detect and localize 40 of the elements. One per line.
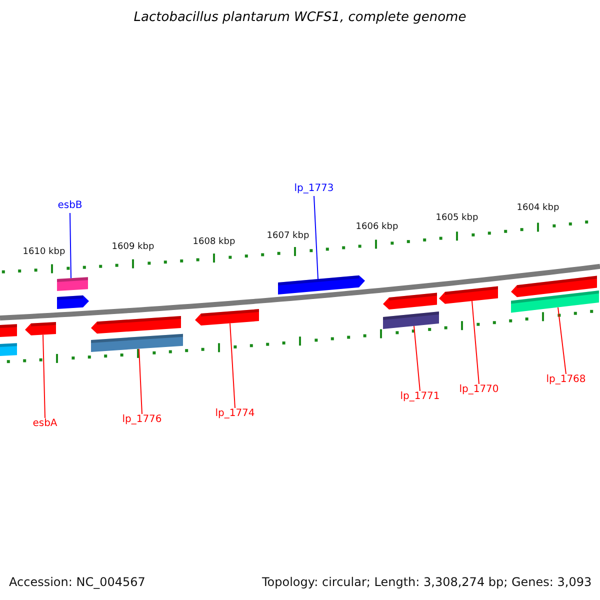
leader-line [138, 348, 142, 414]
gene-feature [383, 292, 437, 310]
gene-label: lp_1773 [294, 183, 334, 195]
gene-feature [278, 275, 365, 294]
tick-label: 1605 kbp [436, 213, 478, 223]
genome-stats-text: Topology: circular; Length: 3,308,274 bp; Genes: 3,093 [262, 575, 592, 589]
tick-label: 1610 kbp [22, 247, 66, 257]
leader-line [414, 326, 420, 392]
gene-label: lp_1774 [215, 408, 255, 420]
title: Lactobacillus plantarum WCFS1, complete genome [134, 10, 466, 25]
tick-label: 1604 kbp [516, 203, 560, 213]
leader-line [472, 300, 480, 384]
tick-label: 1609 kbp [112, 242, 154, 252]
leader-line [558, 306, 566, 374]
gene-label: lp_1768 [546, 374, 586, 386]
gene-feature [511, 290, 599, 313]
tick-label: 1606 kbp [356, 222, 398, 232]
gene-feature [25, 322, 56, 336]
leader-line [70, 212, 72, 279]
leader-line [314, 196, 318, 280]
gene-feature [439, 286, 498, 304]
gene-label: esbA [32, 418, 58, 430]
gene-feature [0, 324, 17, 337]
gene-feature [57, 295, 89, 309]
gene-feature [91, 316, 181, 334]
gene-feature [195, 309, 259, 326]
gene-label: esbB [58, 200, 82, 212]
gene-feature [57, 277, 88, 291]
tick-label: 1607 kbp [266, 231, 310, 241]
gene-label: lp_1771 [400, 391, 440, 403]
leader-line [42, 334, 46, 418]
accession-text: Accession: NC_004567 [9, 575, 146, 589]
gene-feature [0, 343, 17, 356]
leader-line [230, 322, 236, 408]
gene-label: lp_1770 [459, 384, 499, 396]
gene-feature [383, 311, 439, 330]
gene-label: lp_1776 [122, 414, 162, 426]
tick-label: 1608 kbp [192, 237, 236, 247]
gene-feature [511, 276, 597, 298]
gene-feature [91, 334, 183, 352]
